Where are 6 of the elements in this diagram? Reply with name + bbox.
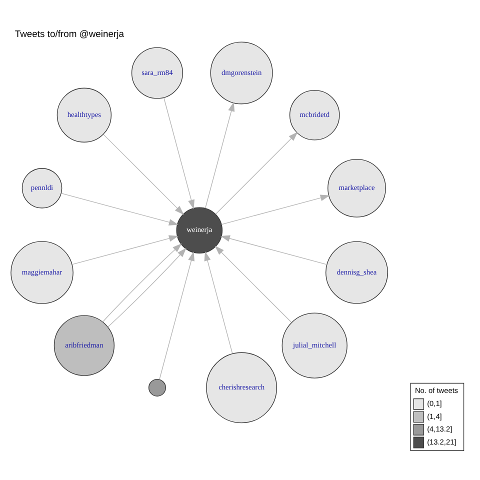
legend-label: (4,13.2] <box>427 424 452 434</box>
diagram-title: Tweets to/from @weinerja <box>14 28 124 39</box>
legend-label: (13.2,21] <box>427 437 456 446</box>
label: No. of tweets <box>414 386 458 396</box>
legend-label: (0,1] <box>427 399 442 408</box>
legend-label: (1,4] <box>427 412 442 421</box>
